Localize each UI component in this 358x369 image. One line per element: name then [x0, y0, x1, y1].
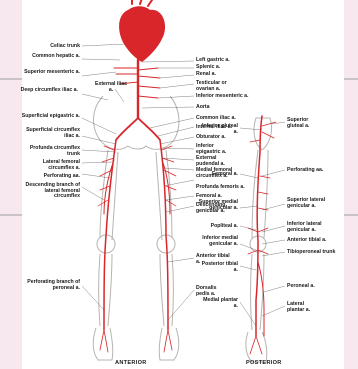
label-superior-mesenteric: Superior mesenteric a. — [20, 70, 80, 76]
label-profunda-femoris: Profunda femoris a. — [196, 185, 245, 191]
label-splenic: Splenic a. — [196, 65, 220, 71]
label-inferior-gluteal: Inferior gluteal a. — [198, 124, 238, 135]
label-dorsalis-pedis: Dorsalis pedis a. — [196, 286, 230, 297]
label-posterior-anterior-tibial: Anterior tibial a. — [287, 238, 327, 244]
label-superficial-epigastric: Superficial epigastric a. — [20, 114, 80, 120]
label-deep-circumflex-iliac: Deep circumflex iliac a. — [18, 88, 78, 94]
label-peroneal: Peroneal a. — [287, 284, 315, 290]
label-profunda-circumflex-trunk: Profunda circumflex trunk — [20, 146, 80, 157]
label-inferior-medial-genicular: Inferior medial genicular a. — [198, 236, 238, 247]
posterior-view-title: POSTERIOR — [246, 360, 282, 366]
label-superior-medial-genicular: Superior medial genicular a. — [198, 200, 238, 211]
label-celiac-trunk: Celiac trunk — [20, 44, 80, 50]
label-tibioperoneal-trunk: Tibioperoneal trunk — [287, 250, 335, 256]
label-posterior-femoral: Femoral a. — [198, 172, 238, 178]
label-popliteal: Popliteal a. — [198, 224, 238, 230]
label-obturator: Obturator a. — [196, 135, 226, 141]
label-lateral-plantar: Lateral plantar a. — [287, 302, 321, 313]
label-inferior-epigastric: Inferior epigastric a. — [196, 144, 232, 155]
label-posterior-tibial: Posterior tibial a. — [198, 262, 238, 273]
label-inferior-lateral-genicular: Inferior lateral genicular a. — [287, 222, 333, 233]
label-perforating-branch-peroneal: Perforating branch of peroneal a. — [20, 280, 80, 291]
label-descending-branch: Descending branch of lateral femoral cir… — [18, 183, 80, 200]
label-renal: Renal a. — [196, 72, 216, 78]
label-left-gastric: Left gastric a. — [196, 58, 230, 64]
label-external-iliac: External iliac a. — [94, 82, 128, 93]
label-superficial-circumflex-iliac: Superficial circumflex iliac a. — [20, 128, 80, 139]
label-inferior-mesenteric: Inferior mesenteric a. — [196, 94, 248, 100]
anterior-view-title: ANTERIOR — [115, 360, 147, 366]
label-external-pudendal: External pudendal a. — [196, 156, 236, 167]
label-lateral-femoral-circumflex: Lateral femoral circumflex a. — [20, 160, 80, 171]
label-testicular-ovarian: Testicular or ovarian a. — [196, 81, 240, 92]
label-perforating-aa: Perforating aa. — [20, 174, 80, 180]
label-medial-plantar: Medial plantar a. — [198, 298, 238, 309]
label-superior-gluteal: Superior gluteal a. — [287, 118, 323, 129]
label-common-hepatic: Common hepatic a. — [20, 54, 80, 60]
label-aorta: Aorta — [196, 105, 210, 111]
label-posterior-perforating: Perforating aa. — [287, 168, 323, 174]
label-superior-lateral-genicular: Superior lateral genicular a. — [287, 198, 327, 209]
label-common-iliac: Common iliac a. — [196, 116, 236, 122]
